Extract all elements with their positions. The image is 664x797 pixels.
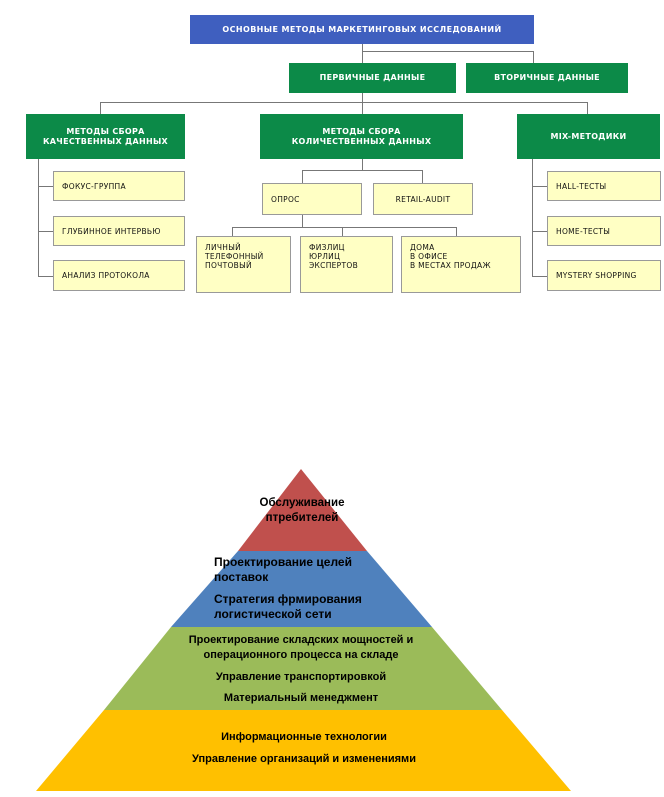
retail-audit-label: RETAIL-AUDIT [395,194,451,204]
mystery-shopping-box: MYSTERY SHOPPING [547,260,661,291]
mix-methods-label: MIX-МЕТОДИКИ [550,131,627,141]
survey-label: ОПРОС [271,194,300,204]
home-tests-label: HOME-ТЕСТЫ [556,226,611,236]
mix-methods-box: MIX-МЕТОДИКИ [517,114,660,159]
secondary-data-box: ВТОРИЧНЫЕ ДАННЫЕ [466,63,628,93]
second-tier-item1-line2: поставок [214,570,269,584]
respondent-experts: ЭКСПЕРТОВ [309,261,359,270]
pyramid-third-tier [104,627,502,710]
quantitative-title-line2: КОЛИЧЕСТВЕННЫХ ДАННЫХ [291,136,432,146]
primary-data-box: ПЕРВИЧНЫЕ ДАННЫЕ [289,63,456,93]
second-tier-item1-line1: Проектирование целей [214,555,352,569]
root-label: ОСНОВНЫЕ МЕТОДЫ МАРКЕТИНГОВЫХ ИССЛЕДОВАН… [222,25,502,34]
places-box: ДОМА В ОФИСЕ В МЕСТАХ ПРОДАЖ [401,236,521,293]
respondent-legal-entities: ЮРЛИЦ [309,252,341,261]
retail-audit-box: RETAIL-AUDIT [373,183,473,215]
second-tier-item2-line2: логистической сети [214,607,332,621]
third-tier-item2: Управление транспортировкой [216,671,386,683]
qualitative-methods-box: МЕТОДЫ СБОРА КАЧЕСТВЕННЫХ ДАННЫХ [26,114,185,159]
survey-type-mail: ПОЧТОВЫЙ [205,261,252,270]
quantitative-methods-box: МЕТОДЫ СБОРА КОЛИЧЕСТВЕННЫХ ДАННЫХ [260,114,463,159]
pyramid-second-tier [171,551,432,627]
qualitative-title-line1: МЕТОДЫ СБОРА [66,126,145,136]
qualitative-title-line2: КАЧЕСТВЕННЫХ ДАННЫХ [42,136,169,146]
place-home: ДОМА [410,243,435,252]
primary-data-label: ПЕРВИЧНЫЕ ДАННЫЕ [319,73,426,82]
quantitative-title-line1: МЕТОДЫ СБОРА [322,126,401,136]
mystery-shopping-label: MYSTERY SHOPPING [556,271,637,280]
base-tier-item1: Информационные технологии [221,731,387,743]
place-office: В ОФИСЕ [410,252,448,261]
third-tier-item1-line2: операционного процесса на складе [204,649,399,661]
survey-type-personal: ЛИЧНЫЙ [205,243,242,252]
depth-interview-label: ГЛУБИННОЕ ИНТЕРВЬЮ [62,226,161,236]
respondent-individuals: ФИЗЛИЦ [309,243,345,252]
protocol-analysis-box: АНАЛИЗ ПРОТОКОЛА [53,260,185,291]
top-tier-line2: птребителей [266,512,339,524]
third-tier-item1-line1: Проектирование складских мощностей и [189,634,414,646]
protocol-analysis-label: АНАЛИЗ ПРОТОКОЛА [62,271,150,280]
survey-type-phone: ТЕЛЕФОННЫЙ [205,252,264,261]
pyramid-base-tier [36,710,571,791]
depth-interview-box: ГЛУБИННОЕ ИНТЕРВЬЮ [53,216,185,246]
hall-tests-label: HALL-ТЕСТЫ [556,181,607,191]
third-tier-item3: Материальный менеджмент [224,692,379,704]
hall-tests-box: HALL-ТЕСТЫ [547,171,661,201]
survey-types-box: ЛИЧНЫЙ ТЕЛЕФОННЫЙ ПОЧТОВЫЙ [196,236,291,293]
second-tier-item2-line1: Стратегия фрмирования [214,592,362,606]
survey-box: ОПРОС [262,183,362,215]
base-tier-item2: Управление организаций и изменениями [192,753,416,765]
home-tests-box: HOME-ТЕСТЫ [547,216,661,246]
root-box: ОСНОВНЫЕ МЕТОДЫ МАРКЕТИНГОВЫХ ИССЛЕДОВАН… [190,15,534,44]
top-tier-line1: Обслуживание [260,497,345,509]
focus-group-box: ФОКУС-ГРУППА [53,171,185,201]
focus-group-label: ФОКУС-ГРУППА [62,181,126,191]
secondary-data-label: ВТОРИЧНЫЕ ДАННЫЕ [494,73,600,82]
pyramid-top-tier [238,469,367,551]
respondents-box: ФИЗЛИЦ ЮРЛИЦ ЭКСПЕРТОВ [300,236,393,293]
place-points-of-sale: В МЕСТАХ ПРОДАЖ [410,261,491,270]
